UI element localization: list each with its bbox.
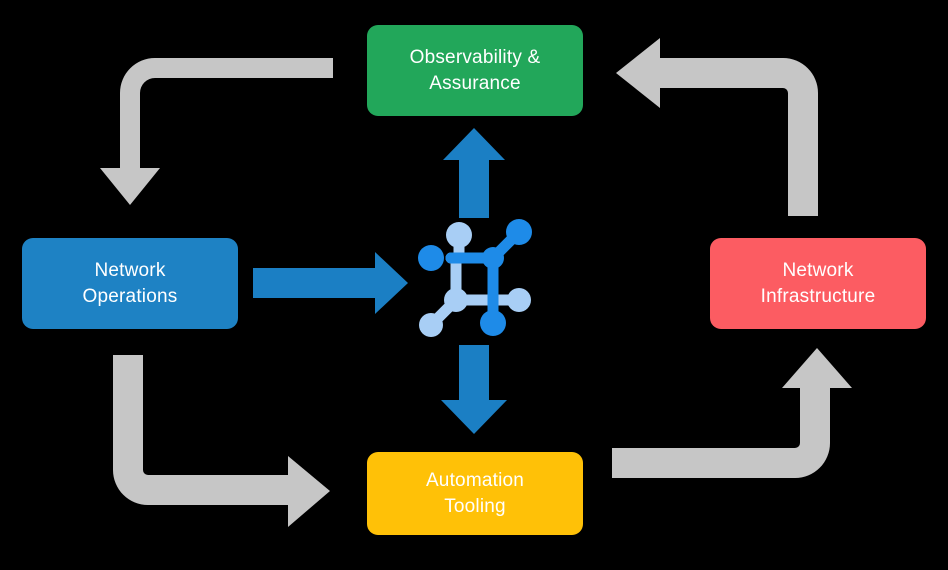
arrow-automation-to-infrastructure <box>612 348 852 478</box>
node-box-network-infrastructure[interactable]: Network Infrastructure <box>710 238 926 329</box>
arrow-operations-to-automation <box>113 355 330 527</box>
network-topology-icon <box>418 219 532 337</box>
arrow-center-to-automation <box>441 345 507 434</box>
arrow-center-to-observability <box>443 128 505 218</box>
arrow-operations-to-center <box>253 252 408 314</box>
node-box-automation-tooling[interactable]: Automation Tooling <box>367 452 583 535</box>
node-box-observability[interactable]: Observability & Assurance <box>367 25 583 116</box>
arrow-infrastructure-to-observability <box>616 38 818 216</box>
arrow-observability-to-operations <box>100 58 333 205</box>
node-box-network-operations[interactable]: Network Operations <box>22 238 238 329</box>
